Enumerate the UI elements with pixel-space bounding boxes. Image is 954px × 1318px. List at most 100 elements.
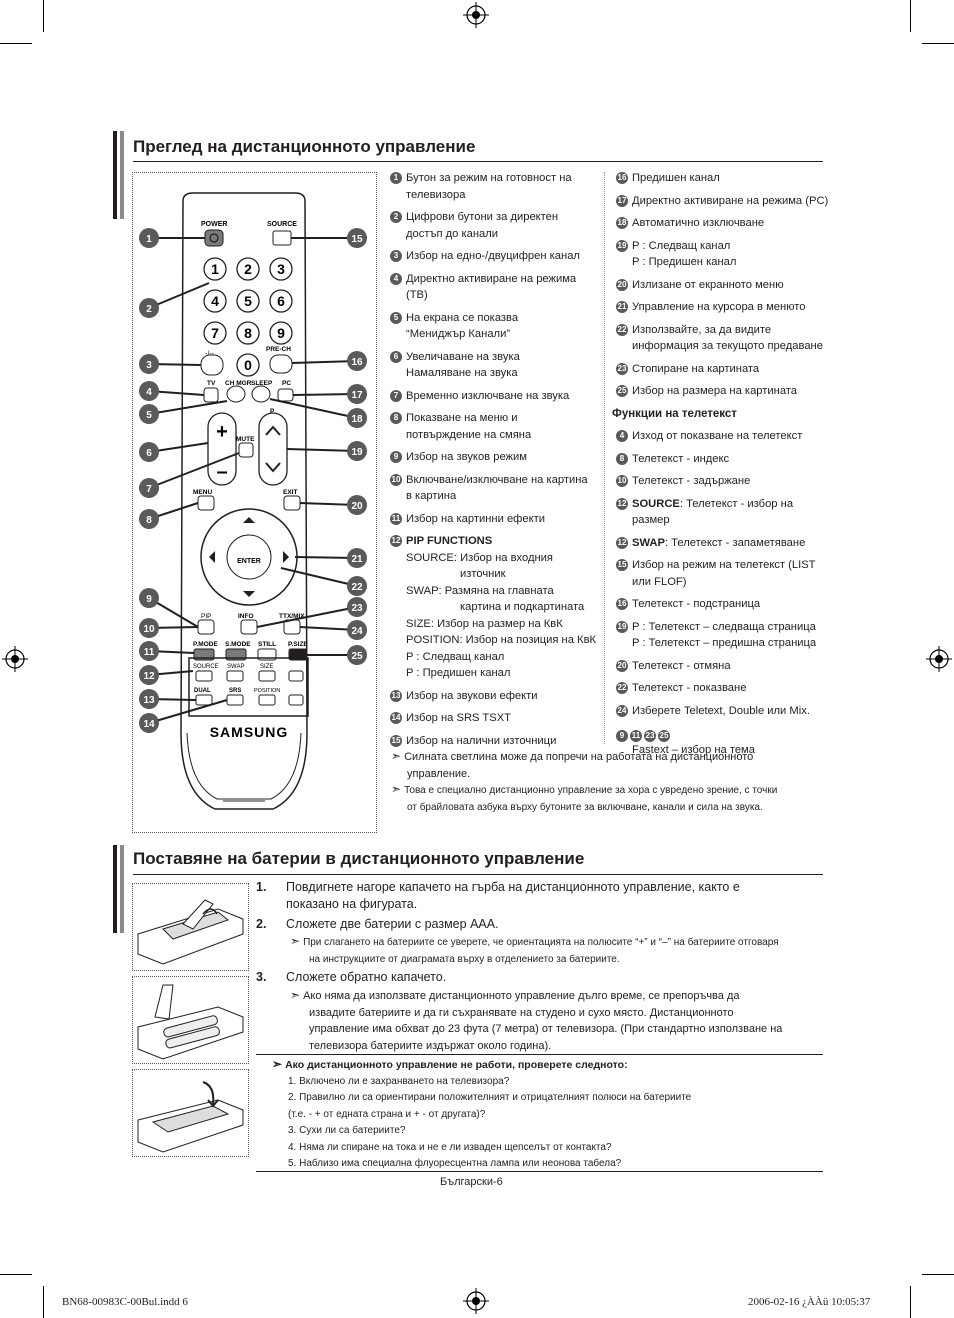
callout-number: 11 (144, 647, 155, 658)
callout-number: 20 (351, 501, 363, 512)
power-button[interactable] (204, 229, 224, 247)
item-number-badge: 8 (616, 452, 628, 465)
position-button[interactable] (258, 694, 276, 706)
note-braille: ➣Това е специално дистанционно управлени… (391, 782, 778, 813)
source-button[interactable] (272, 230, 292, 246)
down-arrow-icon (243, 591, 255, 597)
digit-button-1[interactable] (203, 257, 227, 281)
digit-label: 9 (277, 325, 285, 341)
digit-button-3[interactable] (269, 257, 293, 281)
digit-button-7[interactable] (203, 321, 227, 345)
sleep-button[interactable] (251, 385, 271, 403)
item-text-2: P : Предишен канал (632, 256, 737, 268)
callout-badge (139, 478, 159, 498)
callout-badge (139, 618, 159, 638)
pc-button[interactable] (277, 388, 294, 402)
exit-label: EXIT (283, 489, 297, 496)
mute-button[interactable] (238, 442, 254, 458)
item-number-badge: 21 (616, 301, 628, 313)
callout-line (286, 448, 358, 452)
dual-button[interactable] (195, 694, 213, 706)
enter-button[interactable] (226, 534, 272, 580)
item-text: Автоматично изключване (632, 217, 765, 229)
item-number-badge: 22 (616, 323, 628, 336)
callout-badge (347, 408, 367, 428)
pip-line: SOURCE: Избор на входния (406, 551, 553, 564)
digit-button-4[interactable] (203, 289, 227, 313)
callout-line (148, 452, 240, 489)
pip-button[interactable] (197, 619, 215, 635)
pip-ch-up-button[interactable] (288, 670, 304, 682)
pip-ch-down-button[interactable] (288, 694, 304, 706)
digit-button-0[interactable] (236, 353, 260, 377)
swap-button[interactable] (226, 670, 244, 682)
menu-label: MENU (193, 489, 212, 496)
item-text: Избор на звуков режим (406, 451, 527, 463)
channel-rocker[interactable] (258, 412, 288, 486)
callout-line (291, 360, 358, 364)
srs-button[interactable] (226, 694, 244, 706)
digit-button-5[interactable] (236, 289, 260, 313)
callout-number: 2 (146, 304, 152, 315)
item-number-badge: 11 (630, 730, 642, 742)
callout-line (148, 699, 228, 724)
item-text: Предишен канал (632, 172, 720, 184)
item-text: Показване на меню и (406, 412, 518, 424)
column-divider (604, 172, 606, 744)
check-line: 1. Включено ли е захранването на телевиз… (288, 1075, 510, 1087)
menu-button[interactable] (197, 495, 215, 511)
exit-button[interactable] (283, 495, 301, 511)
pip-line: P : Следващ канал (406, 650, 505, 663)
item-number-badge: 22 (616, 682, 628, 694)
item-text: Използвайте, за да видите (632, 323, 772, 336)
item-text-2: телевизора (406, 188, 466, 201)
item-text: Бутон за режим на готовност на (406, 172, 572, 184)
item-text: Управление на курсора в менюто (632, 301, 806, 313)
digit-button-2[interactable] (236, 257, 260, 281)
item-text: Включване/изключване на картина (406, 473, 588, 486)
info-button[interactable] (240, 619, 258, 635)
tv-button[interactable] (203, 387, 219, 403)
item-text: Избор на налични източници (406, 734, 557, 747)
callout-number: 14 (143, 719, 155, 730)
callout-badge (139, 404, 159, 424)
callout-number: 19 (351, 447, 363, 458)
volume-rocker[interactable] (207, 412, 237, 486)
prech-button[interactable] (269, 354, 293, 374)
fastext-text: Fastext – избор на тема (632, 743, 755, 756)
callout-badge (347, 384, 367, 404)
callout-badge (347, 441, 367, 461)
item-text-2: “Мениджър Канали” (406, 328, 511, 340)
digit-label: 6 (277, 293, 285, 309)
digit-button-6[interactable] (269, 289, 293, 313)
item-number-badge: 3 (390, 250, 402, 262)
item-bold-label: SWAP (632, 536, 665, 549)
size-button[interactable] (258, 670, 276, 682)
digit-label: 4 (211, 293, 219, 309)
item-text: Телетекст - индекс (632, 452, 730, 465)
digit-button-9[interactable] (269, 321, 293, 345)
digit-button-8[interactable] (236, 321, 260, 345)
item-text: Избор на картинни ефекти (406, 512, 545, 525)
dash-button[interactable] (200, 354, 224, 376)
src2-button[interactable] (195, 670, 213, 682)
still-label: STILL (258, 641, 276, 648)
registration-mark-icon (2, 646, 28, 672)
vol-down-icon: – (216, 461, 227, 483)
crop-mark (922, 43, 954, 44)
item-number-badge: 13 (390, 689, 402, 702)
list-item: 8 Телетекст - индекс (616, 451, 831, 468)
chmgr-button[interactable] (226, 385, 246, 403)
